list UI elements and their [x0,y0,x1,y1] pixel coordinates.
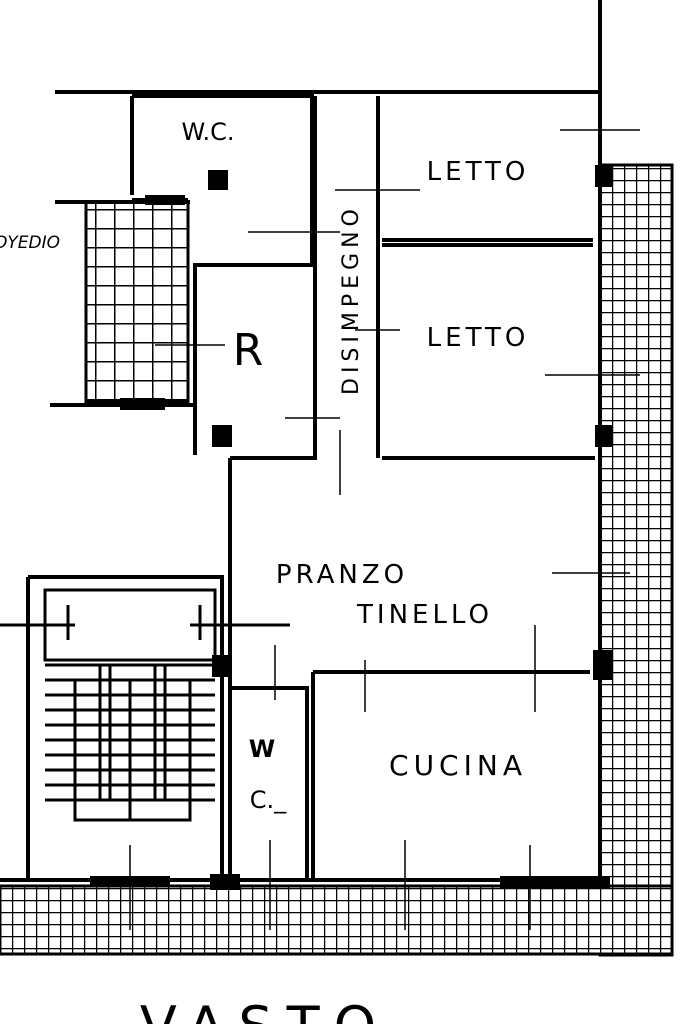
walls [0,0,602,882]
staircase [0,588,290,822]
balcony-left [84,200,190,404]
room-label-wc-2-w: W [249,735,275,763]
dimension-lines [129,129,640,930]
room-label-cucina: CUCINA [389,749,527,782]
balcony-bottom [0,884,674,956]
room-label-letto-2: LETTO [427,323,530,353]
room-label-wc: W.C. [182,118,235,146]
room-label-disimpegno: DISIMPEGNO [339,204,364,395]
room-label-ripostiglio: R [233,325,264,376]
room-label-letto-1: LETTO [427,157,530,187]
room-label-tinello: TINELLO [356,600,493,630]
balcony-right [598,163,674,957]
room-label-pranzo: PRANZO [276,560,408,590]
side-label: OYEDIO [0,233,60,253]
street-label: VASTO [140,995,390,1024]
room-label-wc-2-c: C._ [250,786,287,814]
